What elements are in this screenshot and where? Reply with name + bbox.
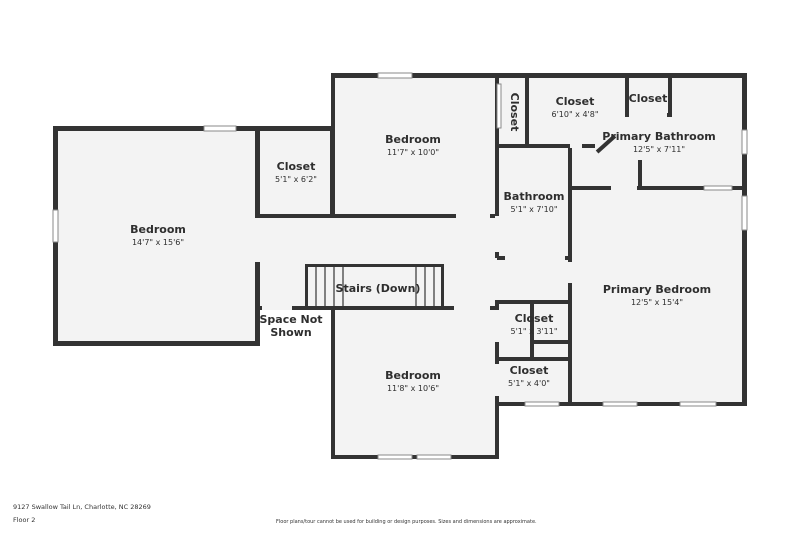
- closet-low-name: Closet: [510, 364, 549, 377]
- bedroom-left-name: Bedroom: [130, 223, 186, 236]
- door-openings: [256, 113, 667, 396]
- closet-left-name: Closet: [277, 160, 316, 173]
- bedroom-bottom-name: Bedroom: [385, 369, 441, 382]
- primary-bath-dim: 12'5" x 7'11": [633, 145, 685, 154]
- bedroom-top-name: Bedroom: [385, 133, 441, 146]
- space-not-shown-line1: Space Not: [259, 313, 322, 326]
- bedroom-top-dim: 11'7" x 10'0": [387, 148, 439, 157]
- bedroom-left-dim: 14'7" x 15'6": [132, 238, 184, 247]
- disclaimer-text: Floor plans/tour cannot be used for buil…: [276, 519, 537, 525]
- closet-left-dim: 5'1" x 6'2": [275, 175, 317, 184]
- closet-mid-name: Closet: [515, 312, 554, 325]
- closet-mid-dim: 5'1" x 3'11": [510, 327, 557, 336]
- stairs-treads: [315, 267, 435, 306]
- bathroom-name: Bathroom: [504, 190, 565, 203]
- floor-label: Floor 2: [13, 516, 36, 524]
- primary-bedroom-name: Primary Bedroom: [603, 283, 711, 296]
- primary-bedroom-dim: 12'5" x 15'4": [631, 298, 683, 307]
- windows: [52, 72, 748, 460]
- space-not-shown-line2: Shown: [270, 326, 311, 339]
- stairs-label: Stairs (Down): [336, 282, 421, 295]
- bedroom-bottom-dim: 11'8" x 10'6": [387, 384, 439, 393]
- closet-small-name: Closet: [629, 92, 668, 105]
- bathroom-dim: 5'1" x 7'10": [510, 205, 557, 214]
- primary-bath-name: Primary Bathroom: [602, 130, 715, 143]
- room-fills: [54, 75, 745, 458]
- address-text: 9127 Swallow Tail Ln, Charlotte, NC 2826…: [13, 503, 151, 511]
- closet-low-dim: 5'1" x 4'0": [508, 379, 550, 388]
- closet-top-dim: 6'10" x 4'8": [551, 110, 598, 119]
- closet-vertical-name: Closet: [508, 93, 521, 132]
- closet-top-name: Closet: [556, 95, 595, 108]
